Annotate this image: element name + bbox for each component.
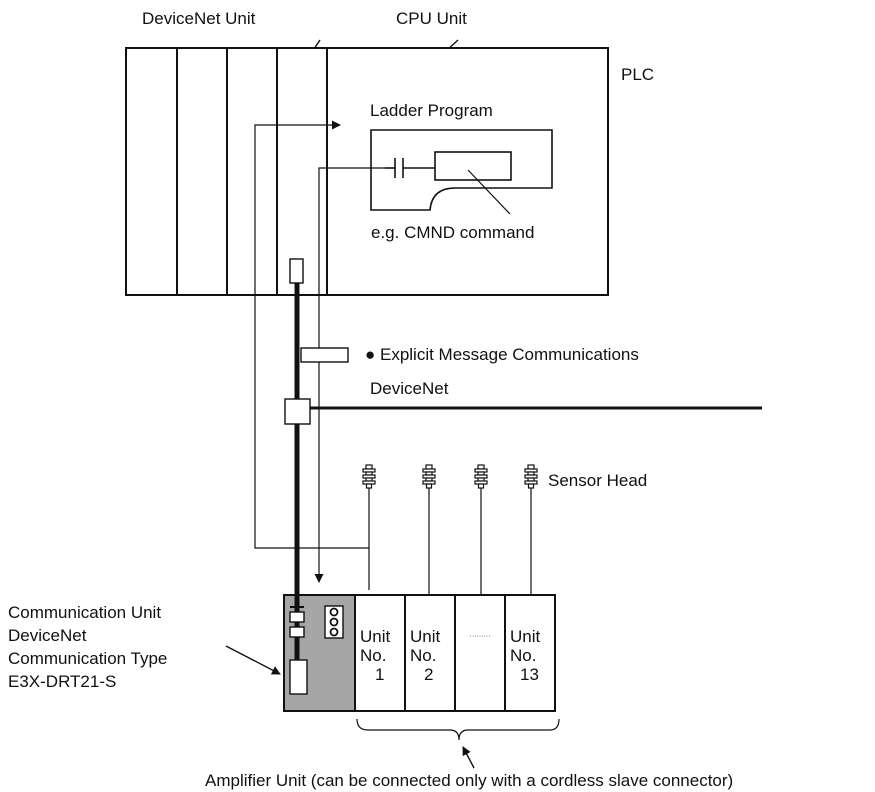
amplifier-unit-rack [354, 594, 556, 712]
amplifier-pointer-arrow [462, 746, 475, 769]
devicenet-unit-label: DeviceNet Unit [142, 9, 256, 28]
terminal-block [289, 659, 308, 695]
cpu-unit-label: CPU Unit [396, 9, 467, 28]
t-branch-tap [284, 398, 311, 425]
slot-no-text: No. [410, 646, 436, 665]
ladder-contact-icon [385, 158, 435, 178]
sensor-head-icon [422, 464, 436, 489]
slot-number: 2 [424, 665, 433, 684]
slot-unit-text: Unit [510, 627, 541, 646]
amplifier-unit-ellipsis [454, 594, 506, 712]
amplifier-brace [356, 718, 560, 741]
comm-unit-label-line3: Communication Type [8, 649, 167, 668]
response-path-arrow [254, 120, 370, 590]
slot-ellipsis: ········· [470, 633, 491, 640]
sensor-head-label: Sensor Head [548, 471, 647, 490]
comm-unit-label-line2: DeviceNet [8, 626, 87, 645]
connector-terminal-icon [289, 606, 305, 638]
plc-connector [289, 258, 304, 284]
plc-label: PLC [621, 65, 654, 84]
amplifier-unit-13 [504, 594, 556, 712]
explicit-message-label: ● Explicit Message Communications [365, 345, 639, 364]
sensor-head-icon [524, 464, 538, 489]
slot-unit-text: Unit [410, 627, 441, 646]
slot-number: 13 [520, 665, 539, 684]
amplifier-unit-label: Amplifier Unit (can be connected only wi… [205, 771, 733, 790]
sensor-head-icon [474, 464, 488, 489]
slot-number: 1 [375, 665, 384, 684]
comm-unit-label-line1: Communication Unit [8, 603, 161, 622]
amplifier-unit-2 [404, 594, 456, 712]
ladder-program-label: Ladder Program [370, 101, 493, 120]
command-path-arrow [314, 167, 385, 583]
comm-unit-label-line4: E3X-DRT21-S [8, 672, 116, 691]
cmnd-leader [467, 169, 511, 215]
slot-unit-text: Unit [360, 627, 391, 646]
indicator-leds-icon [324, 605, 344, 639]
slot-no-text: No. [360, 646, 386, 665]
slot-no-text: No. [510, 646, 536, 665]
explicit-message-packet-icon [300, 347, 349, 363]
cmnd-example-label: e.g. CMND command [371, 223, 534, 242]
sensor-head-icon [362, 464, 376, 489]
devicenet-label: DeviceNet [370, 379, 449, 398]
comm-unit-pointer-arrow [225, 645, 281, 675]
